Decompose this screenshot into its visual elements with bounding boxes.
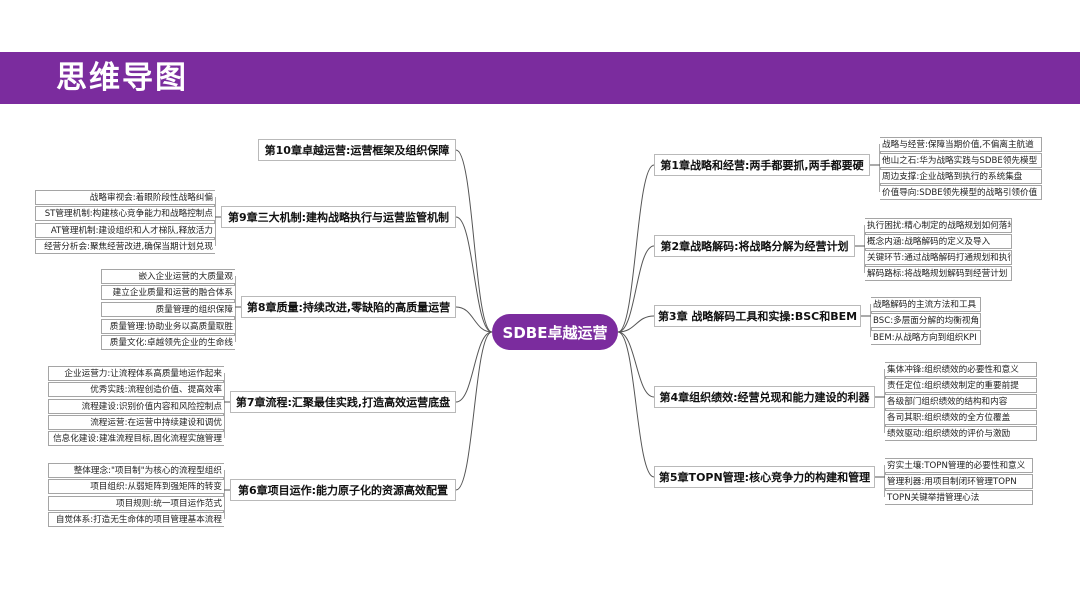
branch-connector	[455, 331, 493, 491]
subtopic-item: 项目规则:统一项目运作范式	[48, 495, 224, 511]
subtopic-item: 质量管理:协助业务以高质量取胜	[101, 318, 235, 334]
subtopic-item: 管理利器:用项目制闭环管理TOPN	[885, 473, 1033, 489]
subtopic-item: 集体冲锋:组织绩效的必要性和意义	[885, 361, 1037, 377]
subtopic-item: 企业运营力:让流程体系高质量地运作起来	[48, 365, 224, 381]
left-chapter-node: 第10章卓越运营:运营框架及组织保障	[258, 139, 456, 161]
branch-connector	[617, 164, 655, 333]
subtopic-item: 各司其职:组织绩效的全方位覆盖	[885, 409, 1037, 425]
branch-connector	[617, 315, 655, 333]
subtopic-item: 执行困扰:精心制定的战略规划如何落地	[865, 217, 1012, 233]
subtopic-item: 战略审视会:着眼阶段性战略纠偏	[35, 189, 215, 205]
left-chapter-node: 第8章质量:持续改进,零缺陷的高质量运营	[241, 296, 456, 318]
branch-connector	[455, 331, 493, 403]
subtopic-item: 质量文化:卓越领先企业的生命线	[101, 334, 235, 350]
branch-connector	[455, 149, 493, 333]
subtopic-item: BEM:从战略方向到组织KPI	[871, 329, 981, 345]
right-chapter-node: 第3章 战略解码工具和实操:BSC和BEM	[654, 305, 861, 327]
subtopic-item: TOPN关键举措管理心法	[885, 489, 1033, 505]
subtopic-item: 整体理念:"项目制"为核心的流程型组织	[48, 462, 224, 478]
subtopic-item: AT管理机制:建设组织和人才梯队,释放活力	[35, 222, 215, 238]
subtopic-item: 穷实土壤:TOPN管理的必要性和意义	[885, 457, 1033, 473]
central-node: SDBE卓越运营	[492, 314, 618, 350]
subtopic-item: 流程建设:识别价值内容和风险控制点	[48, 398, 224, 414]
subtopic-item: 优秀实践:流程创造价值、提高效率	[48, 381, 224, 397]
subtopic-item: 关键环节:通过战略解码打通规划和执行	[865, 249, 1012, 265]
subtopic-item: 流程运营:在运营中持续建设和调优	[48, 414, 224, 430]
right-chapter-node: 第5章TOPN管理:核心竞争力的构建和管理	[654, 466, 875, 488]
left-chapter-node: 第6章项目运作:能力原子化的资源高效配置	[230, 479, 456, 501]
branch-connector	[455, 306, 493, 333]
subtopic-item: 信息化建设:建准流程目标,固化流程实施管理	[48, 430, 224, 446]
subtopic-item: 建立企业质量和运营的融合体系	[101, 284, 235, 300]
subtopic-item: 责任定位:组织绩效制定的重要前提	[885, 377, 1037, 393]
subtopic-item: 战略与经营:保障当期价值,不偏离主航道	[880, 136, 1042, 152]
page-title: 思维导图	[56, 60, 188, 96]
subtopic-item: 绩效驱动:组织绩效的评价与激励	[885, 425, 1037, 441]
left-chapter-node: 第9章三大机制:建构战略执行与运营监管机制	[221, 206, 456, 228]
branch-connector	[617, 245, 655, 333]
right-chapter-node: 第1章战略和经营:两手都要抓,两手都要硬	[654, 154, 870, 176]
branch-connector	[617, 331, 655, 478]
subtopic-item: 他山之石:华为战略实践与SDBE领先模型	[880, 152, 1042, 168]
subtopic-item: 经营分析会:聚焦经营改进,确保当期计划兑现	[35, 238, 215, 254]
subtopic-item: ST管理机制:构建核心竞争能力和战略控制点	[35, 205, 215, 221]
branch-connector	[617, 331, 655, 398]
left-chapter-node: 第7章流程:汇聚最佳实践,打造高效运营底盘	[230, 391, 456, 413]
right-chapter-node: 第4章组织绩效:经营兑现和能力建设的利器	[654, 386, 875, 408]
subtopic-item: 项目组织:从弱矩阵到强矩阵的转变	[48, 478, 224, 494]
subtopic-item: BSC:多层面分解的均衡视角	[871, 312, 981, 328]
subtopic-item: 各级部门组织绩效的结构和内容	[885, 393, 1037, 409]
subtopic-item: 质量管理的组织保障	[101, 301, 235, 317]
subtopic-item: 价值导向:SDBE领先模型的战略引领价值	[880, 184, 1042, 200]
title-bar: 思维导图	[0, 52, 1080, 104]
right-chapter-node: 第2章战略解码:将战略分解为经营计划	[654, 235, 855, 257]
subtopic-item: 解码路标:将战略规划解码到经营计划	[865, 265, 1012, 281]
subtopic-item: 自觉体系:打造无生命体的项目管理基本流程	[48, 511, 224, 527]
subtopic-item: 嵌入企业运营的大质量观	[101, 268, 235, 284]
branch-connector	[455, 216, 493, 333]
subtopic-item: 周边支撑:企业战略到执行的系统集盘	[880, 168, 1042, 184]
subtopic-item: 战略解码的主流方法和工具	[871, 296, 981, 312]
subtopic-item: 概念内涵:战略解码的定义及导入	[865, 233, 1012, 249]
